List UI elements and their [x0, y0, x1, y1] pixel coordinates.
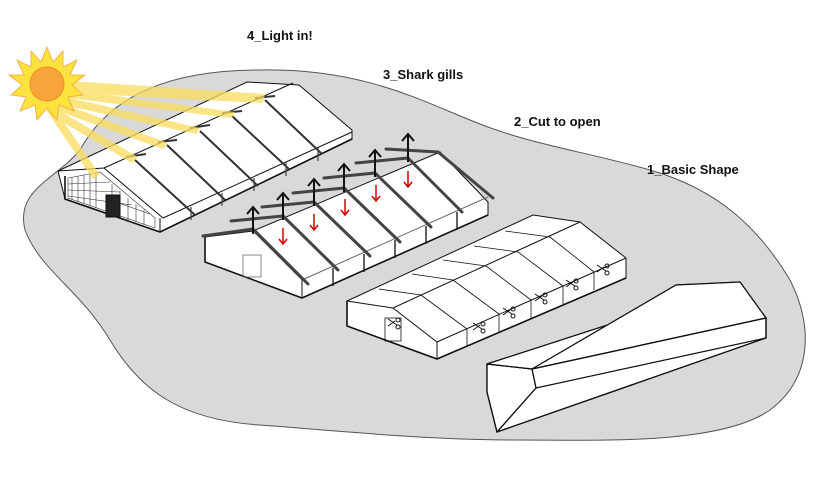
arrow-up-icon: [307, 177, 321, 206]
building-basic-shape: [486, 281, 768, 434]
building-cut-to-open: [346, 214, 627, 360]
building-light-in: [57, 81, 353, 233]
arrow-down-icon: [403, 171, 413, 189]
step-label-basic-shape: 1_Basic Shape: [647, 162, 739, 177]
arrow-up-icon: [246, 205, 260, 234]
scissors-icon: [502, 306, 516, 319]
scissors-icon: [565, 278, 579, 291]
scissors-icon: [596, 263, 610, 276]
ground-area: [23, 69, 806, 441]
arrow-down-icon: [340, 199, 350, 217]
light-beams: [46, 80, 265, 179]
scissors-icon: [534, 292, 548, 305]
arrow-up-icon: [276, 191, 290, 220]
arrow-down-icon: [278, 228, 288, 246]
step-label-shark-gills: 3_Shark gills: [383, 67, 464, 82]
step-label-cut-to-open: 2_Cut to open: [514, 114, 601, 129]
arrow-down-icon-group: [278, 171, 413, 246]
scissors-icon: [387, 317, 401, 330]
scissors-icon-group: [387, 263, 610, 334]
arrow-up-icon: [401, 132, 415, 162]
arrow-down-icon: [371, 185, 381, 203]
arrow-up-icon-group: [246, 132, 415, 234]
scissors-icon: [472, 321, 486, 334]
arrow-down-icon: [309, 214, 319, 232]
arrow-up-icon: [337, 162, 351, 192]
step-label-light-in: 4_Light in!: [247, 28, 313, 43]
building-shark-gills: [201, 132, 495, 299]
barn-door: [105, 194, 121, 218]
sun-icon: [7, 45, 87, 121]
arrow-up-icon: [368, 148, 382, 177]
